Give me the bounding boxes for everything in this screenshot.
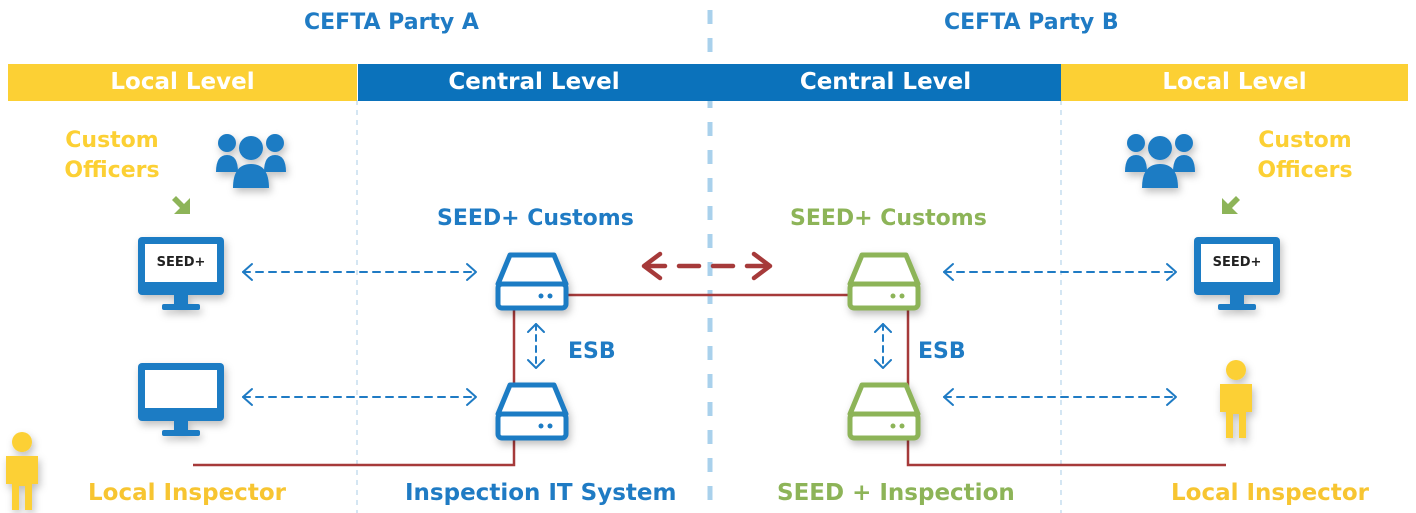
server-icon-b-top [847,252,921,311]
level-label: Central Level [448,69,620,95]
monitor-icon-b-top [1194,237,1280,310]
arrow-a-top [242,263,477,281]
seed-inspection-label: SEED + Inspection [777,480,1015,506]
esb-label-a: ESB [568,339,616,364]
inspector-person-icon-right [1220,360,1252,438]
exchange-arrow [641,251,773,281]
level-band-right-central: Central Level [710,64,1061,101]
officers-line2: Officers [64,158,160,183]
level-label: Local Level [1162,69,1307,95]
officers-group-icon-left [216,134,286,188]
local-inspector-label-left: Local Inspector [88,480,286,506]
monitor-label-left: SEED+ [156,255,206,270]
server-icon-a-bottom [495,382,569,441]
arrow-b-top [943,263,1177,281]
arrow-a-bottom [242,388,477,406]
monitor-label-right: SEED+ [1212,255,1262,270]
link-a-bottom [193,295,516,467]
local-inspector-label-right: Local Inspector [1171,480,1369,506]
officers-line1: Custom [1258,128,1352,153]
monitor-icon-a-bottom [138,363,224,436]
service-label-b: SEED+ Customs [790,206,987,231]
level-band-left-local: Local Level [8,64,357,101]
monitor-icon-a-top [138,237,224,310]
officers-line1: Custom [65,128,159,153]
arrow-b-bottom [943,388,1177,406]
esb-arrow-a [527,323,545,369]
level-label: Local Level [110,69,255,95]
officer-arrow-left [172,196,190,214]
officers-label-left: Custom Officers [52,126,172,186]
officers-label-right: Custom Officers [1245,126,1365,186]
esb-label-b: ESB [918,339,966,364]
officers-group-icon-right [1125,134,1195,188]
party-b-title: CEFTA Party B [944,10,1119,35]
esb-arrow-b [874,323,892,369]
link-b-bottom [906,295,1226,467]
service-label-a: SEED+ Customs [437,206,634,231]
officer-arrow-right [1222,196,1240,214]
party-a-title: CEFTA Party A [304,10,479,35]
level-band-right-local: Local Level [1061,64,1408,101]
level-band-left-central: Central Level [358,64,710,101]
officers-line2: Officers [1257,158,1353,183]
level-label: Central Level [799,69,972,95]
inspector-person-icon-left [6,432,38,510]
server-icon-a-top [495,252,569,311]
inspection-system-label: Inspection IT System [405,480,677,506]
server-icon-b-bottom [847,382,921,441]
